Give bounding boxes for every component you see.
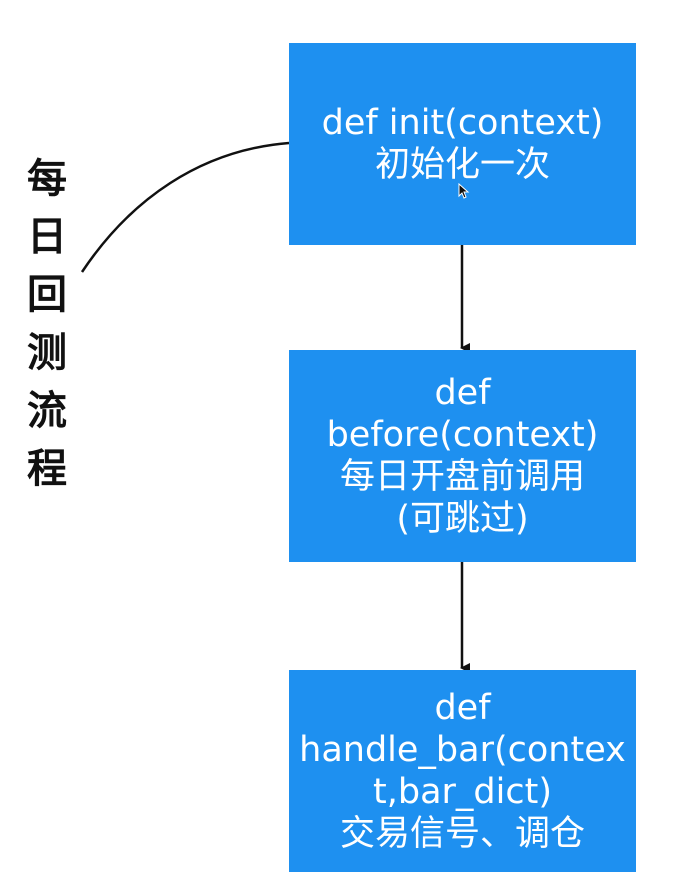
before-box: def before(context) 每日开盘前调用 (可跳过): [289, 350, 636, 562]
label-char: 回: [27, 272, 67, 318]
label-char: 测: [27, 330, 67, 376]
label-char: 程: [27, 446, 67, 492]
init-box-line: def init(context): [321, 103, 604, 143]
before-box-line: 每日开盘前调用: [339, 457, 585, 497]
before-box-line: before(context): [326, 415, 599, 455]
bracket-curve: [80, 141, 290, 273]
init-box: def init(context) 初始化一次: [289, 43, 636, 245]
handle-bar-box-line: t,bar_dict): [373, 772, 552, 812]
mouse-pointer-icon: [458, 183, 470, 199]
handle-bar-box-line: def: [434, 688, 491, 728]
label-char: 日: [27, 214, 67, 260]
before-box-line: def: [434, 373, 491, 413]
daily-backtest-flow-label: 每 日 回 测 流 程: [22, 150, 72, 498]
label-char: 每: [27, 156, 67, 202]
handle-bar-box: def handle_bar(contex t,bar_dict) 交易信号、调…: [289, 670, 636, 872]
handle-bar-box-line: 交易信号、调仓: [339, 814, 585, 854]
init-box-line: 初始化一次: [374, 145, 550, 185]
handle-bar-box-line: handle_bar(contex: [299, 730, 626, 770]
label-char: 流: [27, 388, 67, 434]
before-box-line: (可跳过): [396, 499, 529, 539]
